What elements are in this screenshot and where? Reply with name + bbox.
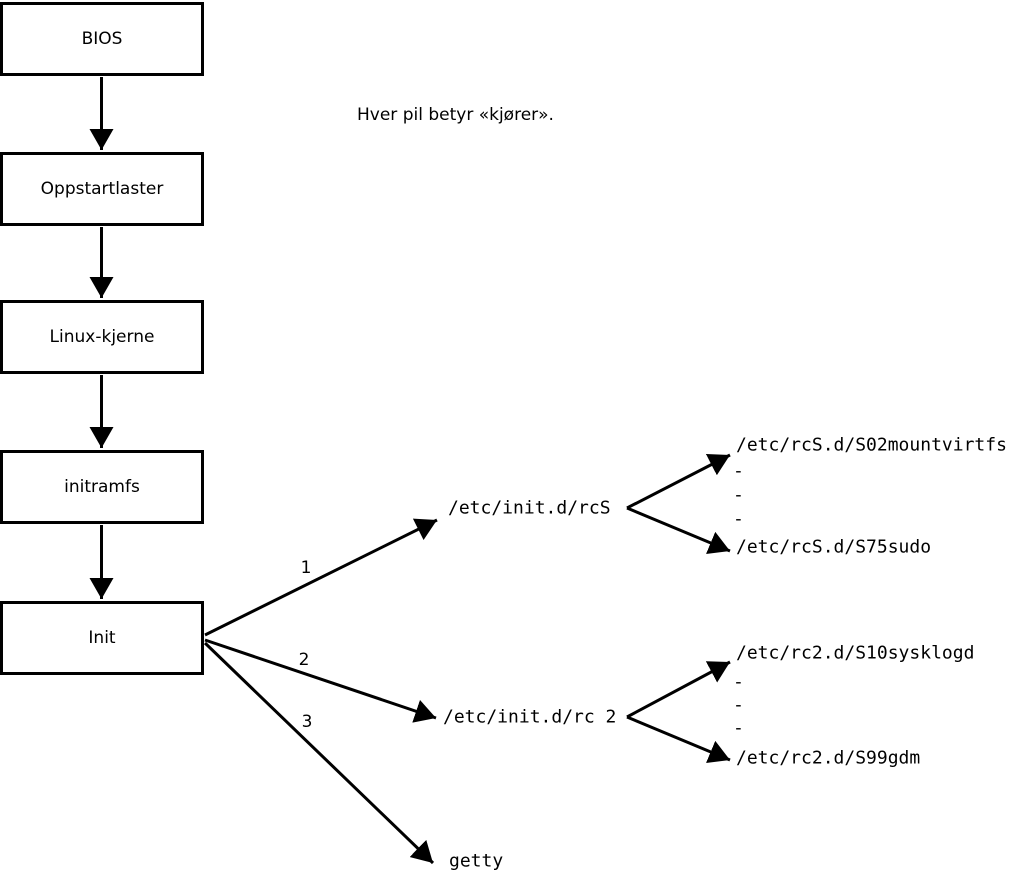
target-init-rc2: /etc/init.d/rc 2: [443, 706, 617, 728]
rcS-script-last: /etc/rcS.d/S75sudo: [736, 536, 932, 558]
rc2-script-last: /etc/rc2.d/S99gdm: [736, 747, 921, 769]
init-arrow-2: [204, 638, 437, 723]
rcS-branch-arrow-top: [626, 453, 731, 510]
rcS-script-ellipsis-1: -: [733, 460, 744, 482]
rcS-script-ellipsis-2: -: [733, 484, 744, 506]
rc2-branch-arrow-bottom: [626, 715, 731, 763]
rcS-script-ellipsis-3: -: [733, 508, 744, 530]
rc2-script-first: /etc/rc2.d/S10sysklogd: [736, 642, 975, 664]
arrow-label-1: 1: [300, 558, 312, 578]
rc2-script-ellipsis-3: -: [733, 717, 744, 739]
box-oppstartlaster-label: Oppstartlaster: [40, 179, 164, 199]
target-init-rcS: /etc/init.d/rcS: [448, 497, 611, 519]
legend-note: Hver pil betyr «kjører».: [357, 105, 554, 125]
box-bios-label: BIOS: [81, 29, 123, 49]
box-linux-kjerne: Linux-kjerne: [0, 300, 204, 374]
box-bios: BIOS: [0, 2, 204, 76]
rc2-branch-arrow-top: [626, 660, 731, 719]
box-initramfs-label: initramfs: [64, 477, 140, 497]
rcS-branch-arrow-bottom: [626, 506, 731, 554]
init-arrow-1: [204, 518, 438, 637]
box-initramfs: initramfs: [0, 450, 204, 524]
init-arrow-3: [203, 641, 435, 865]
rcS-script-first: /etc/rcS.d/S02mountvirtfs: [736, 434, 1007, 456]
arrow-label-2: 2: [298, 650, 310, 670]
arrow-label-3: 3: [301, 712, 313, 732]
rc2-script-ellipsis-2: -: [733, 694, 744, 716]
rc2-script-ellipsis-1: -: [733, 671, 744, 693]
box-init: Init: [0, 601, 204, 675]
box-linux-kjerne-label: Linux-kjerne: [49, 327, 155, 347]
target-getty: getty: [449, 850, 504, 872]
box-init-label: Init: [88, 628, 116, 648]
box-oppstartlaster: Oppstartlaster: [0, 152, 204, 226]
